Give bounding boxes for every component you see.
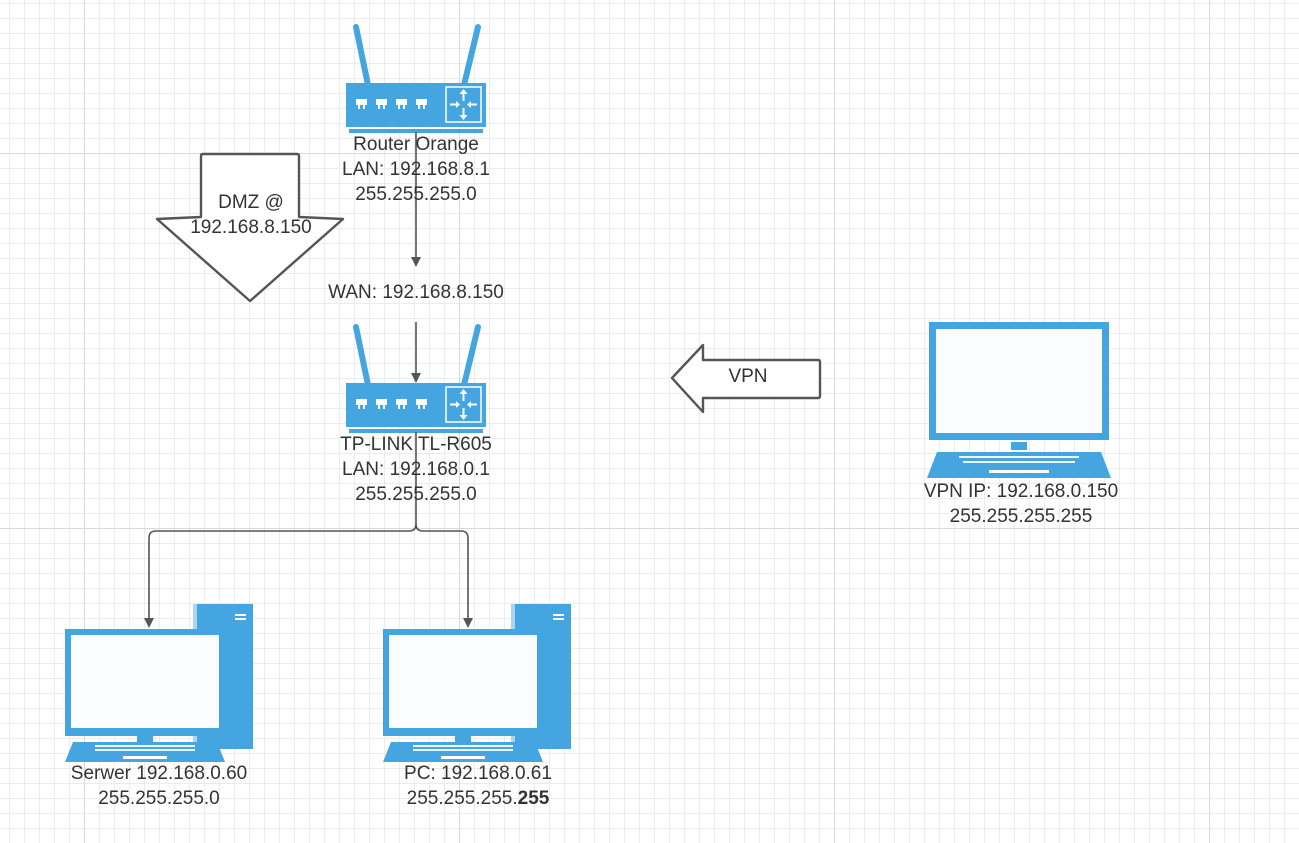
pc-computer-icon[interactable] <box>383 604 571 762</box>
pc-mask-bold: 255 <box>517 788 550 809</box>
tplink-name: TP-LINK TL-R605 <box>340 434 492 455</box>
pc-mask-normal: 255.255.255. <box>406 788 518 809</box>
dmz-ip: 192.168.8.150 <box>190 217 312 238</box>
vpn-left-arrow-shape[interactable] <box>670 343 822 414</box>
wan-label: WAN: 192.168.8.150 <box>296 280 536 305</box>
router-orange-icon[interactable] <box>346 27 486 133</box>
vpn-client-ip: VPN IP: 192.168.0.150 <box>923 481 1119 502</box>
dmz-arrow-label: DMZ @ 192.168.8.150 <box>166 190 336 240</box>
router-orange-name: Router Orange <box>353 134 479 155</box>
wan-ip: WAN: 192.168.8.150 <box>328 282 504 303</box>
tplink-lan-ip: LAN: 192.168.0.1 <box>342 459 490 480</box>
router-orange-label: Router Orange LAN: 192.168.8.1 255.255.2… <box>316 132 516 207</box>
dmz-down-arrow-shape[interactable] <box>155 152 345 303</box>
vpn-laptop-icon[interactable] <box>927 322 1111 478</box>
dmz-title: DMZ @ <box>218 192 284 213</box>
server-label: Serwer 192.168.0.60 255.255.255.0 <box>39 761 279 811</box>
pc-ip: PC: 192.168.0.61 <box>404 763 552 784</box>
server-mask: 255.255.255.0 <box>98 788 220 809</box>
router-orange-mask: 255.255.255.0 <box>355 184 477 205</box>
router-orange-lan-ip: LAN: 192.168.8.1 <box>342 159 490 180</box>
vpn-arrow-label: VPN <box>708 364 788 389</box>
vpn-client-label: VPN IP: 192.168.0.150 255.255.255.255 <box>891 479 1151 529</box>
vpn-text: VPN <box>728 366 768 387</box>
server-ip: Serwer 192.168.0.60 <box>70 763 248 784</box>
tplink-label: TP-LINK TL-R605 LAN: 192.168.0.1 255.255… <box>306 432 526 507</box>
pc-label: PC: 192.168.0.61 255.255.255.255 <box>358 761 598 811</box>
connector-tplink-to-pc[interactable] <box>415 523 473 628</box>
pc-mask: 255.255.255.255 <box>358 786 598 811</box>
server-computer-icon[interactable] <box>65 604 253 762</box>
vpn-client-mask: 255.255.255.255 <box>949 506 1093 527</box>
tplink-mask: 255.255.255.0 <box>355 484 477 505</box>
